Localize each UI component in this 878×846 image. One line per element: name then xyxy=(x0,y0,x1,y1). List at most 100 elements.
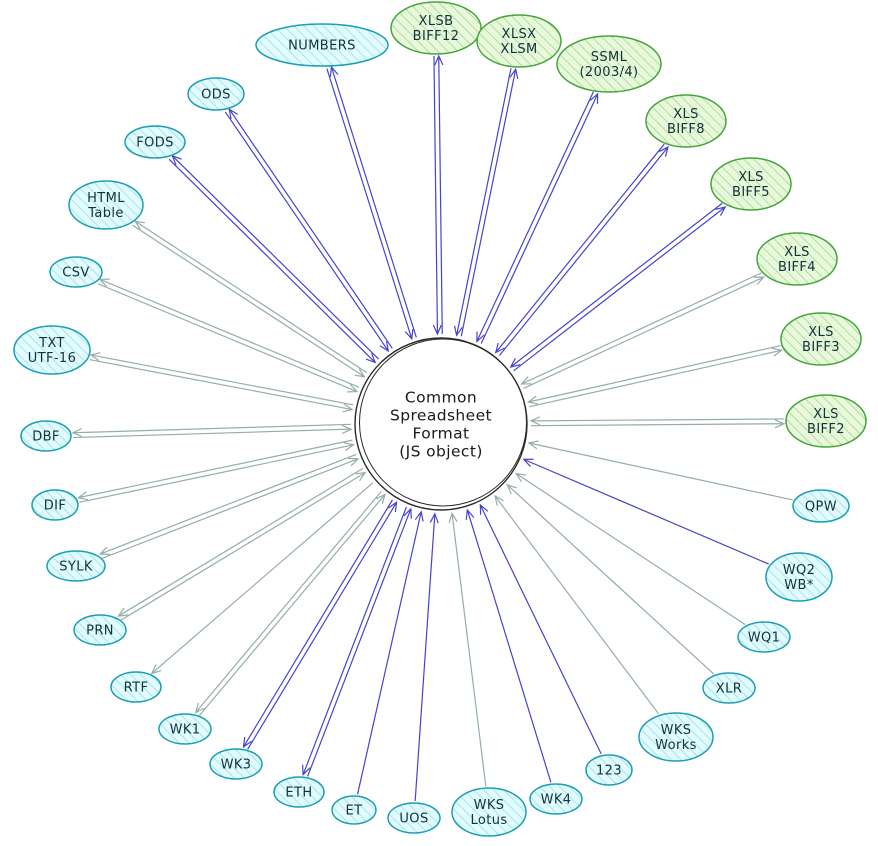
edge-line xyxy=(494,495,660,715)
edge-line xyxy=(476,91,594,342)
format-node-sylk: SYLK xyxy=(46,550,106,582)
format-node-et: ET xyxy=(331,795,377,825)
edge-arrowhead xyxy=(194,702,205,714)
edge-line xyxy=(456,68,512,336)
edge-line xyxy=(79,444,354,503)
edge-line xyxy=(151,482,374,674)
edge-line xyxy=(513,206,726,372)
format-node-rtf: RTF xyxy=(110,671,162,703)
format-node-shape xyxy=(387,802,441,834)
format-node-123: 123 xyxy=(585,754,633,786)
format-node-shape xyxy=(556,35,662,93)
format-node-fods: FODS xyxy=(124,125,186,159)
edge-line xyxy=(523,276,764,389)
format-node-shape xyxy=(476,14,562,68)
center-node-shape-inner xyxy=(359,338,527,507)
edge-line xyxy=(99,453,357,555)
edge-arrowhead xyxy=(526,395,539,405)
format-node-label: SSML(2003/4) xyxy=(579,50,638,80)
center-node-shape xyxy=(354,337,528,511)
edge-line xyxy=(73,428,352,439)
edge-arrowhead xyxy=(348,457,360,467)
edge-arrowhead xyxy=(404,328,414,341)
format-node-shape xyxy=(13,325,91,375)
edge-line xyxy=(168,158,376,363)
edge-line xyxy=(356,511,422,795)
format-node-label: XLR xyxy=(716,682,742,697)
format-node-numbers: NUMBERS xyxy=(255,23,389,67)
edge-line xyxy=(528,344,781,403)
edge-arrowhead xyxy=(715,206,727,216)
edge-arrowhead xyxy=(379,341,390,353)
edge-line xyxy=(89,359,353,411)
edge-arrowhead xyxy=(343,442,355,452)
edge-line xyxy=(118,467,364,617)
edge-line xyxy=(307,508,412,777)
edge-line xyxy=(247,502,398,750)
format-node-label: DBF xyxy=(32,430,60,445)
edge-arrowhead xyxy=(414,510,424,522)
edge-line xyxy=(90,354,354,406)
edge-arrowhead xyxy=(76,491,89,501)
edge-arrowhead xyxy=(342,403,354,413)
edge-arrowhead xyxy=(522,458,534,467)
format-node-dif: DIF xyxy=(31,489,79,521)
edge-arrowhead xyxy=(133,220,145,230)
edge-line xyxy=(460,69,517,337)
format-node-dbf: DBF xyxy=(20,420,72,452)
edge-arrowhead xyxy=(89,352,101,362)
edge-line xyxy=(330,66,417,338)
edge-line xyxy=(171,155,380,360)
edge-arrowhead xyxy=(388,501,398,513)
format-node-ssml-2003-4: SSML(2003/4) xyxy=(556,35,662,93)
edge-line xyxy=(466,509,552,783)
format-node-shape xyxy=(785,394,867,448)
edge-arrowhead xyxy=(347,384,359,393)
edge-arrowhead xyxy=(403,507,412,519)
format-node-shape xyxy=(390,1,482,55)
edge-line xyxy=(195,491,382,713)
format-node-shape xyxy=(737,621,791,653)
format-node-shape xyxy=(31,489,79,521)
edge-arrowhead xyxy=(98,278,110,287)
edge-arrowhead xyxy=(658,145,669,157)
edge-arrowhead xyxy=(117,607,129,617)
edge-arrowhead xyxy=(302,764,311,777)
edge-line xyxy=(479,504,602,755)
edge-arrowhead xyxy=(476,331,485,343)
format-node-shape xyxy=(49,256,103,288)
edge-line xyxy=(198,494,386,716)
edge-arrowhead xyxy=(98,546,111,556)
edge-arrowhead xyxy=(479,503,489,515)
edge-arrowhead xyxy=(365,353,377,364)
edge-arrowhead xyxy=(429,512,439,524)
format-node-ods: ODS xyxy=(187,77,245,111)
edge-arrowhead xyxy=(71,427,83,438)
edge-line xyxy=(510,202,723,368)
format-node-label: CSV xyxy=(62,266,89,281)
format-node-label: PRN xyxy=(86,624,114,639)
edge-arrowhead xyxy=(509,358,521,368)
edge-line xyxy=(326,68,413,340)
edge-line xyxy=(523,458,769,565)
format-node-shape xyxy=(255,23,389,67)
edge-line xyxy=(529,349,782,408)
format-node-csv: CSV xyxy=(49,256,103,288)
